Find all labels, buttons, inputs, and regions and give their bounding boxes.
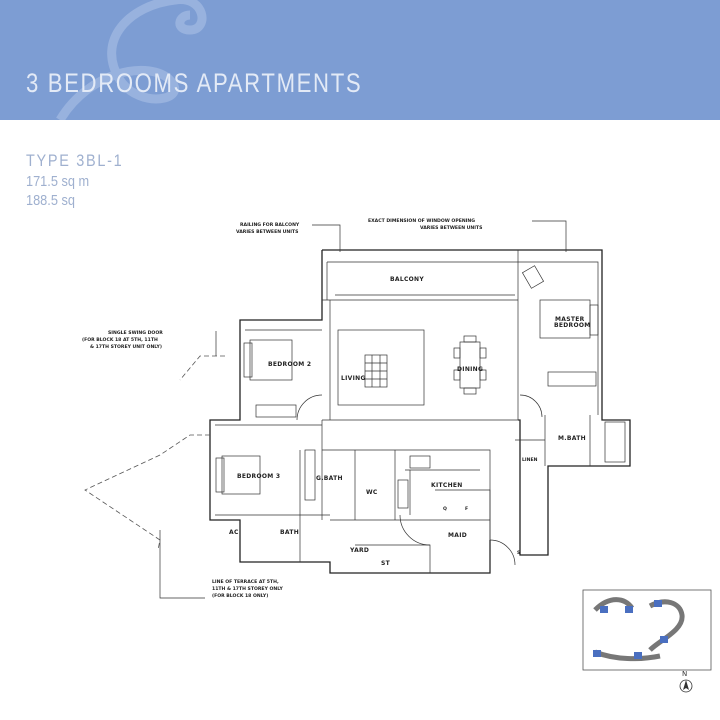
label-living: LIVING <box>341 375 366 382</box>
north-arrow-icon <box>679 679 693 693</box>
label-m-bath: M.BATH <box>558 435 586 442</box>
label-master-1: MASTER <box>555 316 585 323</box>
note-railing-2: VARIES BETWEEN UNITS <box>236 229 298 235</box>
label-g-bath: G.BATH <box>316 475 343 482</box>
key-plan <box>582 589 712 671</box>
label-kitchen: KITCHEN <box>431 482 463 489</box>
label-s: S <box>517 550 520 556</box>
note-railing-1: RAILING FOR BALCONY <box>240 222 300 228</box>
unit-type: TYPE 3BL-1 <box>26 151 124 170</box>
label-balcony: BALCONY <box>390 276 424 283</box>
note-door-1: SINGLE SWING DOOR <box>108 330 163 336</box>
label-q: Q <box>443 506 447 512</box>
terrace-line-upper <box>179 355 225 381</box>
furniture <box>215 265 626 515</box>
unit-area-sqm: 171.5 sq m <box>26 173 90 190</box>
unit-area-sqft: 188.5 sq <box>26 192 75 209</box>
label-maid: MAID <box>448 532 467 539</box>
note-window-2: VARIES BETWEEN UNITS <box>420 225 482 231</box>
leader-lines <box>159 220 567 599</box>
label-yard: YARD <box>349 547 369 554</box>
note-terrace-1: LINE OF TERRACE AT 5TH, <box>212 579 279 585</box>
label-linen: LINEN <box>522 457 538 463</box>
label-master-2: BEDROOM <box>554 322 591 329</box>
swirl-ornament <box>56 0 207 120</box>
page-title: 3 BEDROOMS APARTMENTS <box>26 68 363 98</box>
doors <box>296 394 543 566</box>
walls <box>209 249 631 574</box>
note-terrace-3: (FOR BLOCK 18 ONLY) <box>212 593 268 599</box>
header-banner: 3 BEDROOMS APARTMENTS <box>0 0 720 120</box>
label-bedroom-3: BEDROOM 3 <box>237 473 280 480</box>
label-wc: WC <box>366 489 378 496</box>
note-door-3: & 17TH STOREY UNIT ONLY) <box>90 344 162 350</box>
label-dining: DINING <box>457 366 483 373</box>
label-bedroom-2: BEDROOM 2 <box>268 361 311 368</box>
note-terrace-2: 11TH & 17TH STOREY ONLY <box>212 586 283 592</box>
north-label: N <box>682 670 687 678</box>
note-door-2: (FOR BLOCK 18 AT 5TH, 11TH <box>82 337 158 343</box>
label-ac: AC <box>229 529 239 536</box>
note-window-1: EXACT DIMENSION OF WINDOW OPENING <box>368 218 475 224</box>
label-f: F <box>465 506 468 512</box>
label-bath: BATH <box>280 529 299 536</box>
terrace-line <box>84 434 210 551</box>
label-st: ST <box>381 560 391 567</box>
unit-info: TYPE 3BL-1 171.5 sq m 188.5 sq <box>26 150 123 210</box>
